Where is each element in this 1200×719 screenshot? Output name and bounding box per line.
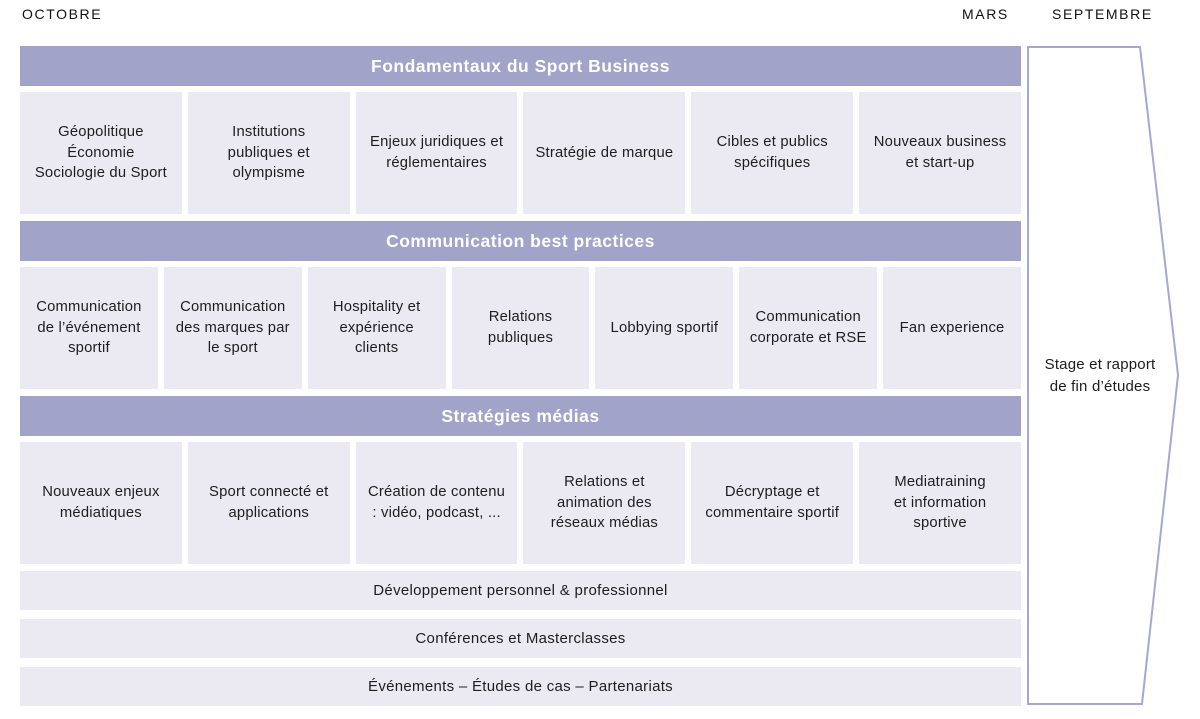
- course-box: Communication des marques par le sport: [163, 267, 302, 389]
- bar-evenements-etudes-partenariats: Événements – Études de cas – Partenariat…: [20, 667, 1021, 706]
- section-header-strategies-medias: Stratégies médias: [20, 396, 1021, 436]
- course-box: Communication corporate et RSE: [739, 267, 878, 389]
- course-box: Enjeux juridiques et réglementaires: [355, 92, 518, 214]
- section-header-communication: Communication best practices: [20, 221, 1021, 261]
- section-header-fondamentaux: Fondamentaux du Sport Business: [20, 46, 1021, 86]
- timeline-label-mars: MARS: [962, 6, 1009, 22]
- course-box: Sport connecté et applications: [187, 442, 350, 564]
- course-box: Décryptage et commentaire sportif: [691, 442, 854, 564]
- stage-arrow-shape: Stage et rapport de fin d’études: [1027, 46, 1180, 705]
- course-box: Géopolitique Économie Sociologie du Spor…: [20, 92, 182, 214]
- timeline-label-octobre: OCTOBRE: [22, 6, 103, 22]
- course-box: Nouveaux business et start-up: [859, 92, 1021, 214]
- course-box: Institutions publiques et olympisme: [187, 92, 350, 214]
- course-row-communication: Communication de l’événement sportif Com…: [20, 267, 1021, 389]
- course-box: Fan experience: [883, 267, 1021, 389]
- course-box: Relations et animation des réseaux média…: [523, 442, 686, 564]
- arrow-outline-icon: [1027, 46, 1180, 705]
- program-column: Fondamentaux du Sport Business Géopoliti…: [20, 46, 1021, 715]
- bar-conferences-masterclasses: Conférences et Masterclasses: [20, 619, 1021, 658]
- stage-label: Stage et rapport de fin d’études: [1044, 356, 1156, 395]
- course-box: Stratégie de marque: [523, 92, 686, 214]
- timeline-label-septembre: SEPTEMBRE: [1052, 6, 1153, 22]
- course-row-fondamentaux: Géopolitique Économie Sociologie du Spor…: [20, 92, 1021, 214]
- course-box: Hospitality et expérience clients: [307, 267, 446, 389]
- course-box: Création de contenu : vidéo, podcast, ..…: [355, 442, 518, 564]
- course-box: Cibles et publics spécifiques: [691, 92, 854, 214]
- bar-developpement-personnel: Développement personnel & professionnel: [20, 571, 1021, 610]
- course-box: Mediatraining et information sportive: [859, 442, 1021, 564]
- course-box: Lobbying sportif: [595, 267, 734, 389]
- course-box: Nouveaux enjeux médiatiques: [20, 442, 182, 564]
- course-box: Relations publiques: [451, 267, 590, 389]
- course-box: Communication de l’événement sportif: [20, 267, 158, 389]
- course-row-strategies-medias: Nouveaux enjeux médiatiques Sport connec…: [20, 442, 1021, 564]
